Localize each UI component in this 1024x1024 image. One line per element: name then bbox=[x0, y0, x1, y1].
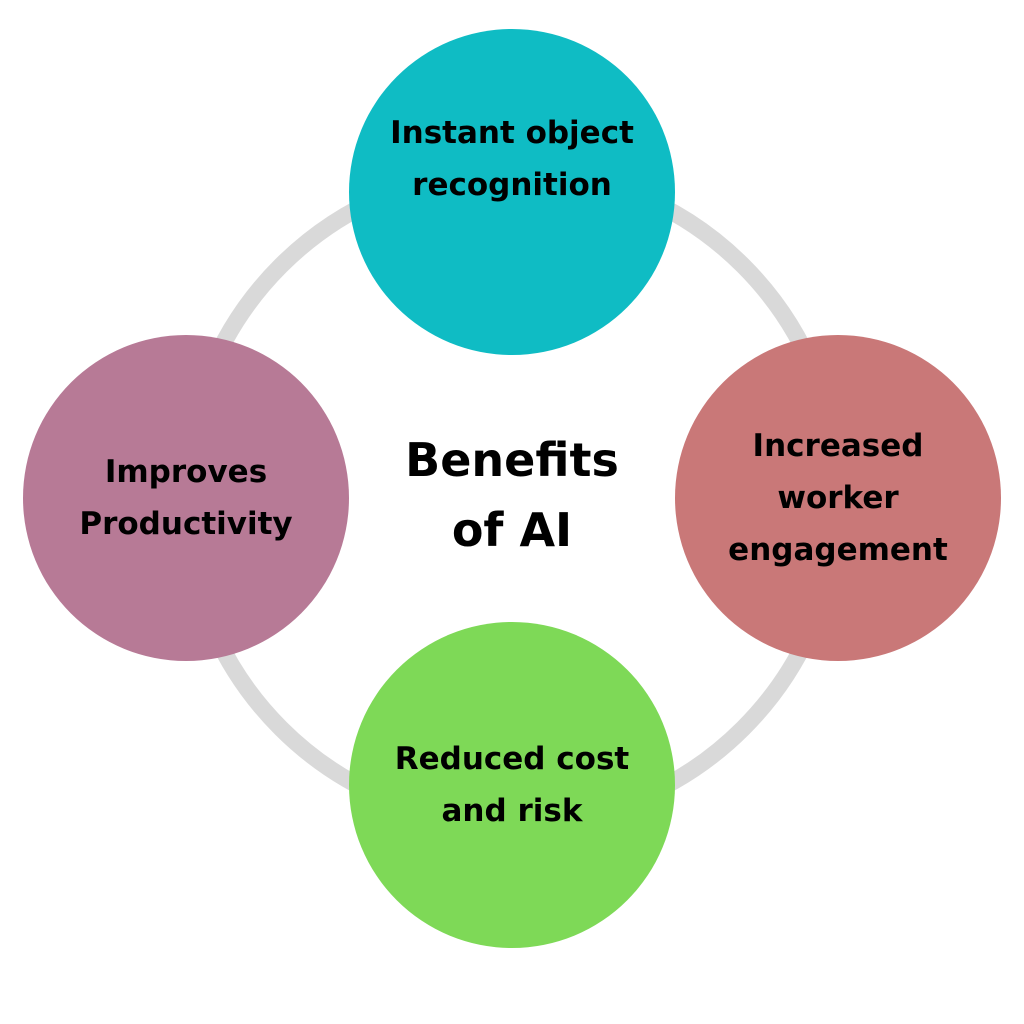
node-bottom-label: Reduced cost and risk bbox=[394, 741, 630, 829]
diagram-title: Benefits of AI bbox=[405, 433, 619, 557]
node-right-label: Increased worker engagement bbox=[728, 428, 948, 568]
node-left-label: Improves Productivity bbox=[79, 454, 293, 542]
node-left: Improves Productivity bbox=[23, 335, 349, 661]
node-bottom: Reduced cost and risk bbox=[349, 622, 675, 948]
node-top-label: Instant object recognition bbox=[390, 115, 634, 203]
node-right: Increased worker engagement bbox=[675, 335, 1001, 661]
node-top: Instant object recognition bbox=[349, 29, 675, 355]
